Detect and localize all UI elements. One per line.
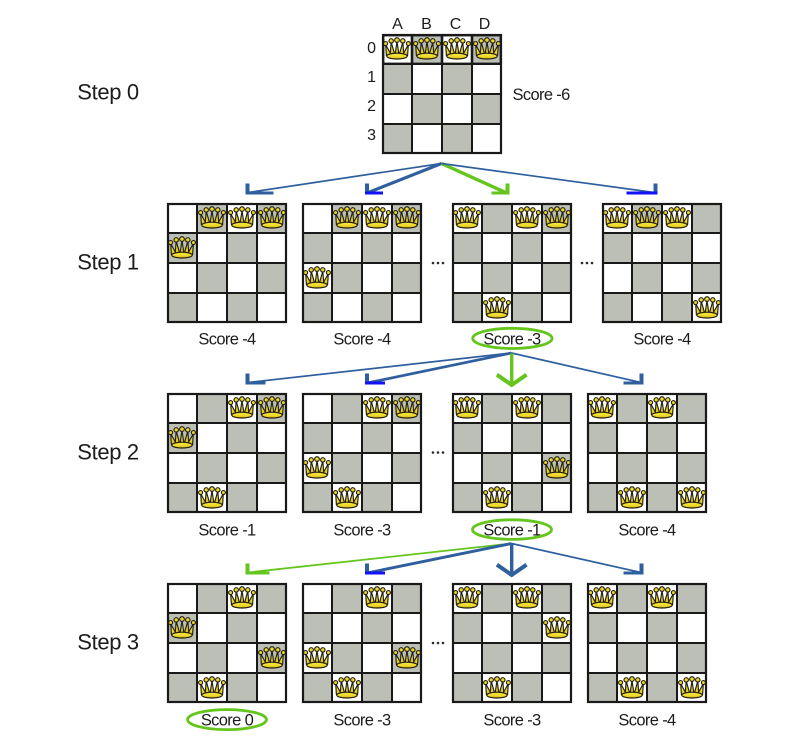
svg-text:2: 2 xyxy=(367,98,376,115)
svg-text:D: D xyxy=(479,16,491,33)
svg-text:Score -4: Score -4 xyxy=(198,330,256,348)
svg-text:Score -3: Score -3 xyxy=(483,330,541,348)
svg-text:Score 0: Score 0 xyxy=(201,711,254,729)
svg-text:Score -3: Score -3 xyxy=(333,521,391,539)
svg-text:Score -3: Score -3 xyxy=(483,711,541,729)
svg-text:C: C xyxy=(450,16,462,33)
svg-text:Step 1: Step 1 xyxy=(77,250,139,275)
svg-text:Score -3: Score -3 xyxy=(333,711,391,729)
svg-text:0: 0 xyxy=(367,40,376,57)
svg-text:Score -4: Score -4 xyxy=(618,711,676,729)
svg-text:1: 1 xyxy=(367,69,376,86)
svg-text:Score -1: Score -1 xyxy=(198,521,256,539)
svg-text:B: B xyxy=(421,16,432,33)
svg-text:Step 2: Step 2 xyxy=(77,440,139,465)
svg-text:Step 3: Step 3 xyxy=(77,630,139,655)
svg-text:Score -4: Score -4 xyxy=(333,330,391,348)
svg-text:Score -1: Score -1 xyxy=(483,521,541,539)
svg-text:A: A xyxy=(392,16,403,33)
svg-text:Score -4: Score -4 xyxy=(633,330,691,348)
svg-text:Step 0: Step 0 xyxy=(77,80,139,105)
svg-text:Score -6: Score -6 xyxy=(513,86,571,104)
svg-text:3: 3 xyxy=(367,127,376,144)
svg-text:Score -4: Score -4 xyxy=(618,521,676,539)
